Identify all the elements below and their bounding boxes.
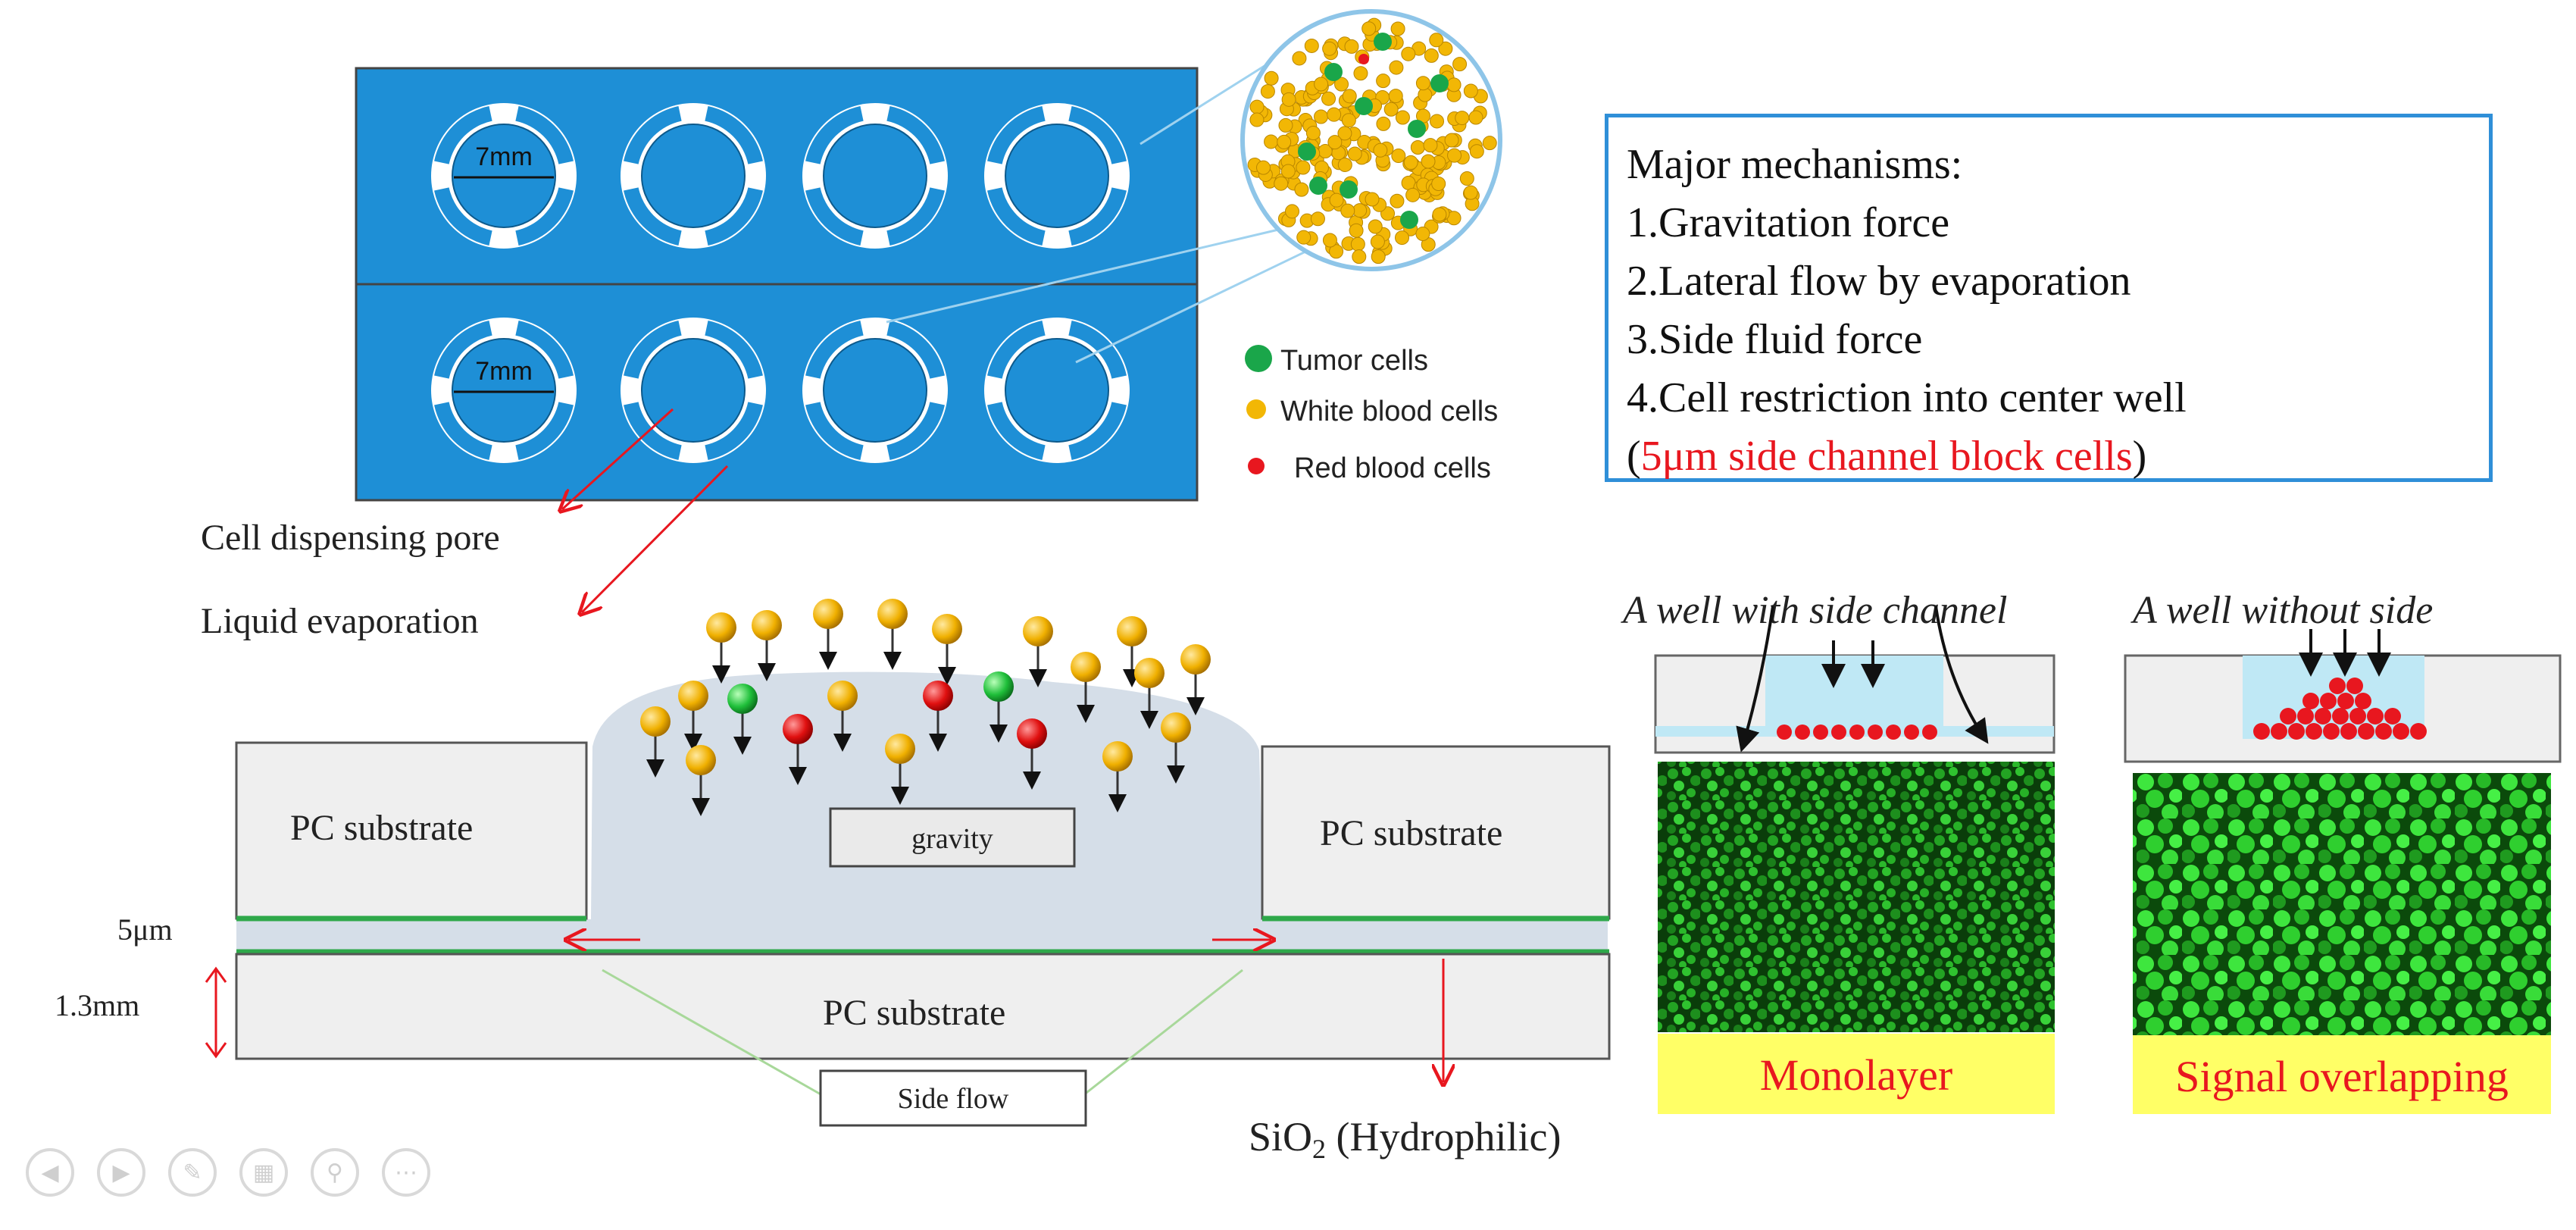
stacked-cells: [2253, 678, 2427, 740]
more-icon[interactable]: ⋯: [382, 1148, 430, 1197]
monolayer-caption: Monolayer: [1760, 1050, 1953, 1100]
white-blood-cell: [640, 706, 671, 778]
monolayer-cells: [1777, 725, 1937, 740]
white-blood-cell: [1180, 644, 1211, 715]
red-blood-cell: [923, 681, 953, 752]
white-blood-cell: [932, 614, 962, 685]
well: [802, 318, 948, 463]
well: [984, 318, 1130, 463]
evap-arrow: [582, 465, 729, 612]
mechanism-item: 3.Side fluid force: [1627, 316, 1923, 363]
white-blood-cell: [877, 599, 908, 670]
zoom-icon[interactable]: ⚲: [311, 1148, 359, 1197]
white-blood-cell: [813, 599, 843, 670]
well-plate: 7mm 7mm: [355, 67, 1199, 502]
white-blood-cell: [706, 612, 736, 684]
left-panel-title: A well with side channel: [1621, 589, 2007, 632]
droplet: [591, 671, 1264, 919]
gap-label: 5μm: [117, 912, 173, 947]
white-blood-cell: [1071, 652, 1101, 723]
gravity-label: gravity: [911, 823, 993, 855]
cross-section: PC substrate PC substrate PC substrate g…: [55, 599, 1611, 1164]
label-liquid-evaporation: Liquid evaporation: [201, 601, 479, 641]
cell-legend: Tumor cells White blood cells Red blood …: [1245, 345, 1498, 484]
white-blood-cell: [752, 610, 782, 681]
white-blood-cell: [1134, 658, 1165, 729]
right-panel-title: A well without side: [2131, 589, 2433, 632]
comparison-panel-left: A well with side channel Monolayer: [1621, 589, 2055, 1114]
pen-icon[interactable]: ✎: [168, 1148, 217, 1197]
monolayer-caption-box: [1658, 1034, 2055, 1114]
white-blood-cell: [827, 681, 858, 752]
legend-tumor-label: Tumor cells: [1280, 345, 1428, 377]
white-blood-cell: [678, 681, 708, 752]
mechanisms-box: Major mechanisms: 1.Gravitation force 2.…: [1605, 114, 2493, 482]
magnified-view: [1240, 9, 1502, 271]
well: [984, 103, 1130, 249]
tumor-cell-legend-dot: [1245, 345, 1272, 372]
side-flow-line: [1083, 969, 1243, 1097]
right-substrate: [1261, 745, 1611, 920]
white-blood-cell: [1117, 616, 1147, 687]
slides-icon[interactable]: ▦: [239, 1148, 288, 1197]
zoom-line: [886, 226, 1289, 324]
left-well-liquid: [1765, 656, 1943, 726]
right-substrate-label: PC substrate: [1320, 813, 1502, 853]
overlap-caption-box: [2133, 1035, 2551, 1114]
tumor-cell: [983, 671, 1014, 743]
white-blood-cell: [1161, 712, 1191, 784]
rbc-legend-dot: [1248, 458, 1265, 474]
side-flow-line: [602, 969, 823, 1097]
red-blood-cell: [783, 714, 813, 785]
bottom-substrate: [235, 953, 1611, 1060]
label-cell-dispensing-pore: Cell dispensing pore: [201, 518, 500, 558]
side-flow-label: Side flow: [898, 1083, 1009, 1115]
overlap-caption: Signal overlapping: [2175, 1052, 2509, 1101]
well-size-label: 7mm: [475, 357, 533, 386]
mechanism-note: (5μm side channel block cells): [1627, 433, 2147, 480]
mechanisms-heading: Major mechanisms:: [1627, 141, 1963, 188]
thickness-label: 1.3mm: [55, 988, 139, 1022]
monolayer-image: [1658, 762, 2055, 1032]
fluid-gap: [236, 919, 1608, 951]
zoom-line: [1140, 59, 1274, 146]
wbc-legend-dot: [1246, 399, 1266, 419]
sio2-label: SiO2 (Hydrophilic): [1249, 1114, 1561, 1164]
bottom-substrate-label: PC substrate: [823, 993, 1005, 1033]
pore-arrow: [562, 408, 674, 509]
legend-rbc-label: Red blood cells: [1294, 452, 1491, 484]
white-blood-cell: [1102, 741, 1133, 812]
prev-icon[interactable]: ◀: [26, 1148, 74, 1197]
red-blood-cell: [1017, 718, 1047, 790]
well: [621, 318, 766, 463]
next-icon[interactable]: ▶: [97, 1148, 145, 1197]
mechanism-item: 4.Cell restriction into center well: [1627, 374, 2187, 421]
white-blood-cell: [1023, 616, 1053, 687]
well: [621, 103, 766, 249]
comparison-panel-right: A well without side Signal overlapping: [2124, 589, 2562, 1114]
well-size-label: 7mm: [475, 142, 533, 171]
well: [802, 103, 948, 249]
left-substrate: [235, 741, 588, 920]
gravity-box: [829, 807, 1076, 868]
white-blood-cell: [885, 734, 915, 805]
overlap-image: [2133, 773, 2551, 1035]
left-substrate-label: PC substrate: [290, 808, 473, 848]
tumor-cell: [727, 684, 758, 755]
white-blood-cell: [686, 745, 716, 816]
mechanism-item: 2.Lateral flow by evaporation: [1627, 258, 2131, 305]
mechanism-item: 1.Gravitation force: [1627, 199, 1950, 246]
well: 7mm: [431, 103, 577, 249]
legend-wbc-label: White blood cells: [1280, 396, 1498, 427]
side-flow-box: [819, 1069, 1087, 1127]
well: 7mm: [431, 318, 577, 463]
falling-cells: [640, 599, 1211, 816]
